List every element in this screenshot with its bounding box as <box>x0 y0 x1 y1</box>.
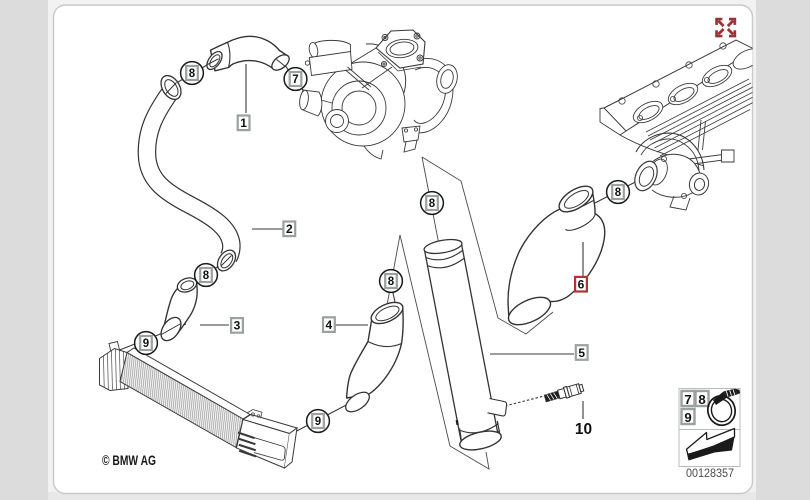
svg-text:5: 5 <box>578 346 585 360</box>
svg-text:8: 8 <box>388 276 395 288</box>
svg-text:7: 7 <box>684 392 691 407</box>
svg-text:8: 8 <box>615 187 622 199</box>
svg-text:6: 6 <box>578 278 585 292</box>
svg-text:1: 1 <box>240 116 247 130</box>
svg-text:9: 9 <box>684 410 691 425</box>
svg-text:9: 9 <box>315 416 321 428</box>
svg-text:00128357: 00128357 <box>686 466 734 480</box>
svg-text:8: 8 <box>698 392 705 407</box>
svg-text:3: 3 <box>234 319 241 333</box>
svg-text:8: 8 <box>203 270 210 282</box>
svg-text:9: 9 <box>143 338 149 350</box>
svg-text:8: 8 <box>189 68 196 80</box>
svg-text:7: 7 <box>292 74 298 86</box>
svg-text:8: 8 <box>429 198 436 210</box>
svg-text:4: 4 <box>326 318 333 332</box>
svg-text:10: 10 <box>575 421 592 438</box>
svg-text:© BMW AG: © BMW AG <box>102 453 156 468</box>
svg-text:2: 2 <box>286 222 293 236</box>
